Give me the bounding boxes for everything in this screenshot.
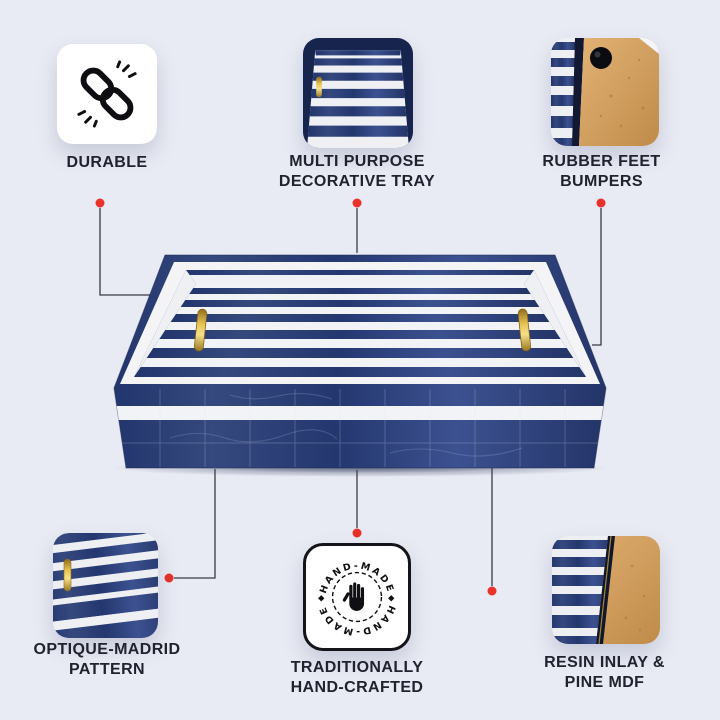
feature-box-multi-purpose xyxy=(303,38,413,148)
tray-bottom-corner-photo xyxy=(551,38,659,146)
feature-label-rubber-feet: RUBBER FEET BUMPERS xyxy=(494,152,709,192)
svg-text:HAND-MADE: HAND-MADE xyxy=(318,561,396,595)
label-line: DECORATIVE TRAY xyxy=(278,173,436,190)
feature-label-optique: OPTIQUE-MADRID PATTERN xyxy=(7,640,207,680)
resin-inlay-line xyxy=(598,536,612,644)
feature-label-durable: DURABLE xyxy=(27,153,187,173)
tray-interior-photo xyxy=(303,38,413,148)
label-line: HAND-CRAFTED xyxy=(290,679,424,696)
floor-stripes xyxy=(134,288,586,377)
stripe-mdf-edge-photo xyxy=(552,536,660,644)
connector-dot xyxy=(164,573,174,583)
tray-handle-left xyxy=(193,308,208,352)
stamp-text-top: HAND-MADE xyxy=(318,561,394,595)
label-line: TRADITIONALLY xyxy=(290,659,424,676)
connector-dot xyxy=(487,586,497,596)
tile-seams xyxy=(120,389,600,467)
connector-dot xyxy=(352,528,362,538)
label-line: DURABLE xyxy=(66,154,148,171)
mini-handle xyxy=(316,76,322,98)
connector-dot xyxy=(95,198,105,208)
tray-handle-right xyxy=(517,308,532,352)
hand-icon xyxy=(342,582,365,611)
wood-speckles xyxy=(624,564,646,632)
feature-box-optique xyxy=(53,533,158,638)
label-line: MULTI PURPOSE xyxy=(289,153,425,170)
marble-veins xyxy=(169,393,523,457)
chain-link-icon xyxy=(77,60,137,128)
feature-label-resin: RESIN INLAY & PINE MDF xyxy=(497,653,712,693)
connector-line-durable xyxy=(99,208,150,296)
tray-product-image xyxy=(110,254,610,477)
feature-label-multi-purpose: MULTI PURPOSE DECORATIVE TRAY xyxy=(247,152,467,192)
label-line: PATTERN xyxy=(69,661,145,678)
feature-box-resin xyxy=(552,536,660,644)
label-line: RUBBER FEET xyxy=(542,153,661,170)
label-line: BUMPERS xyxy=(560,173,643,190)
mini-handle xyxy=(63,558,72,592)
feature-box-rubber-feet xyxy=(551,38,659,146)
stamp-separator: ◆ xyxy=(318,592,325,602)
tray-corner-pattern-photo xyxy=(53,533,158,638)
wood-speckles xyxy=(599,58,645,128)
connector-dot xyxy=(352,198,362,208)
rubber-foot xyxy=(590,47,612,69)
feature-box-durable xyxy=(57,44,157,144)
label-line: RESIN INLAY & xyxy=(544,654,665,671)
stamp-separator: ◆ xyxy=(388,592,395,602)
label-line: PINE MDF xyxy=(564,674,645,691)
hand-made-stamp-icon: HAND-MADE HAND-MADE ◆ ◆ xyxy=(317,561,396,637)
feature-box-hand-crafted: HAND-MADE HAND-MADE ◆ ◆ xyxy=(303,543,411,651)
connector-line-optique xyxy=(174,469,216,579)
connector-line-rubber-feet xyxy=(592,208,602,346)
connector-dot xyxy=(596,198,606,208)
feature-label-hand-crafted: TRADITIONALLY HAND-CRAFTED xyxy=(247,658,467,698)
label-line: OPTIQUE-MADRID xyxy=(33,641,181,658)
sparkle-marks xyxy=(77,60,137,128)
